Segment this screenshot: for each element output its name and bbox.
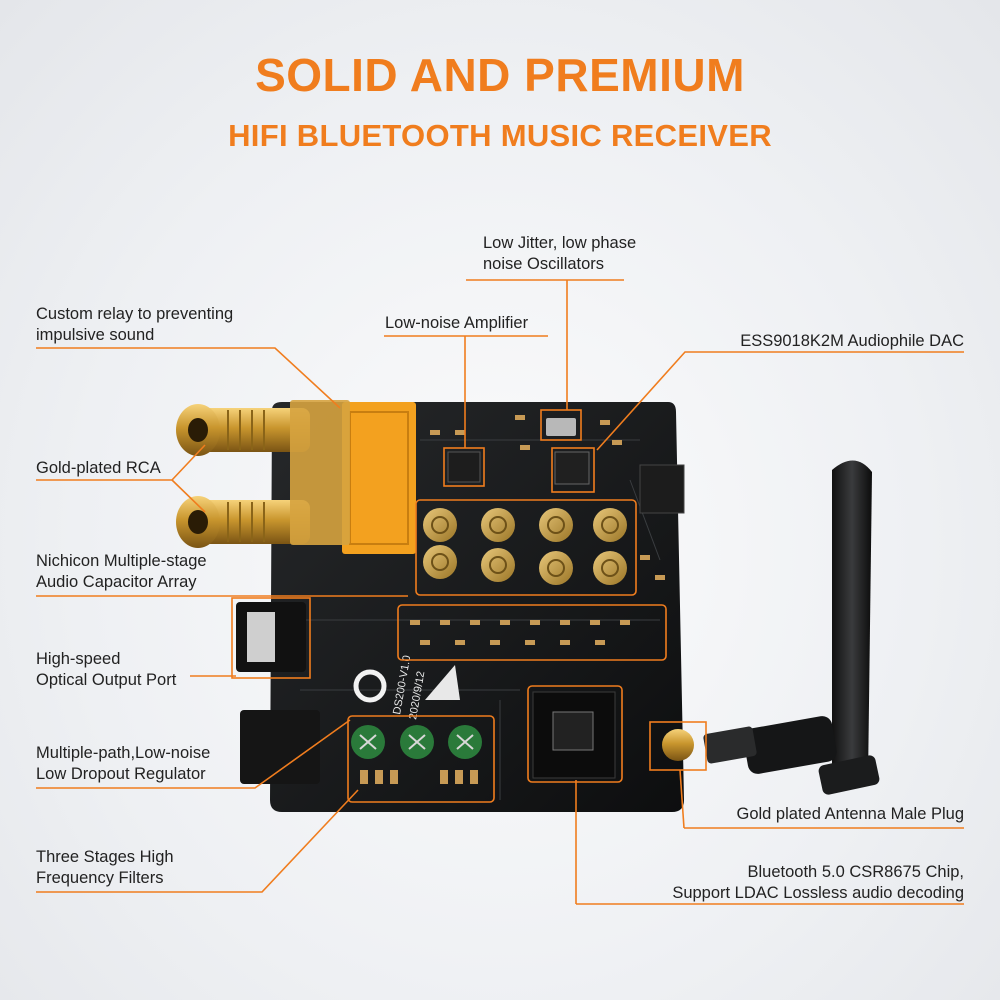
callout-regulator: Multiple-path,Low-noise Low Dropout Regu… [36,744,211,783]
dac-chip [554,451,590,485]
callout-optical: High-speed Optical Output Port [36,650,177,689]
pcb-board: DS200-V1.0 2020/9/12 [236,402,694,812]
side-connector [639,464,685,514]
callout-lines [36,279,964,905]
antenna-socket [662,729,694,761]
callout-oscillators: Low Jitter, low phase noise Oscillators [483,234,637,273]
relay [342,402,416,554]
regulator-capacitors [351,725,482,759]
dc-jack [240,710,320,784]
page-subtitle: HIFI BLUETOOTH MUSIC RECEIVER [228,118,772,153]
opamp-chip [447,451,481,483]
callout-relay: Custom relay to preventing impulsive sou… [36,305,234,344]
callout-bluetooth: Bluetooth 5.0 CSR8675 Chip, Support LDAC… [672,863,964,902]
page-title: SOLID AND PREMIUM [255,49,745,101]
antenna [703,460,880,795]
callout-capacitors: Nichicon Multiple-stage Audio Capacitor … [36,552,207,591]
callout-filters: Three Stages High Frequency Filters [36,848,174,887]
capacitor-array [423,508,627,585]
rca-connectors [176,400,350,548]
oscillator [546,418,576,436]
callout-dac: ESS9018K2M Audiophile DAC [740,332,964,350]
bluetooth-module [532,691,616,779]
callout-rca: Gold-plated RCA [36,459,161,477]
callout-antenna-plug: Gold plated Antenna Male Plug [736,805,965,823]
brand-logo [353,669,387,703]
callout-amplifier: Low-noise Amplifier [385,314,529,332]
